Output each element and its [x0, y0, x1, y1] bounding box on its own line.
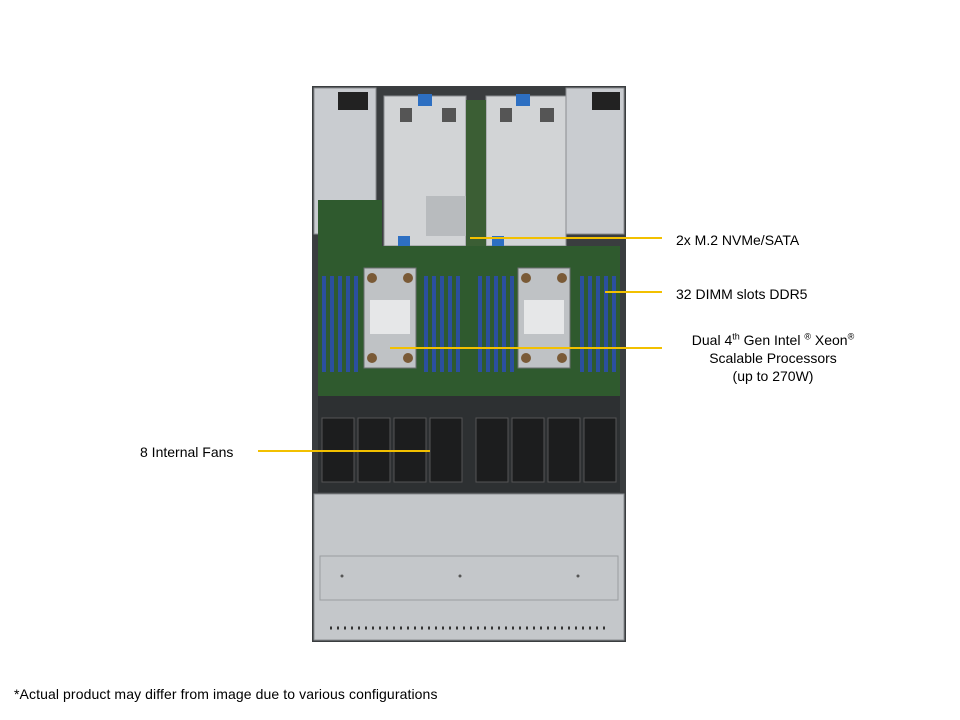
cpu-left — [363, 267, 417, 369]
front-cover — [313, 493, 625, 641]
disclaimer-footnote: *Actual product may differ from image du… — [14, 686, 438, 702]
motherboard — [318, 246, 620, 396]
m2-callout-label: 2x M.2 NVMe/SATA — [676, 232, 800, 248]
cpu-callout-label: Dual 4th Gen Intel ® Xeon® Scalable Proc… — [691, 331, 855, 384]
dimm-callout-label: 32 DIMM slots DDR5 — [676, 286, 808, 302]
dimm-bank-4 — [580, 276, 616, 372]
fans — [321, 417, 617, 483]
psu-right — [565, 87, 625, 235]
cpu-right — [517, 267, 571, 369]
dimm-bank-2 — [424, 276, 460, 372]
dimm-bank-1 — [322, 276, 358, 372]
dimm-bank-3 — [478, 276, 514, 372]
fans-callout-label: 8 Internal Fans — [140, 444, 234, 460]
